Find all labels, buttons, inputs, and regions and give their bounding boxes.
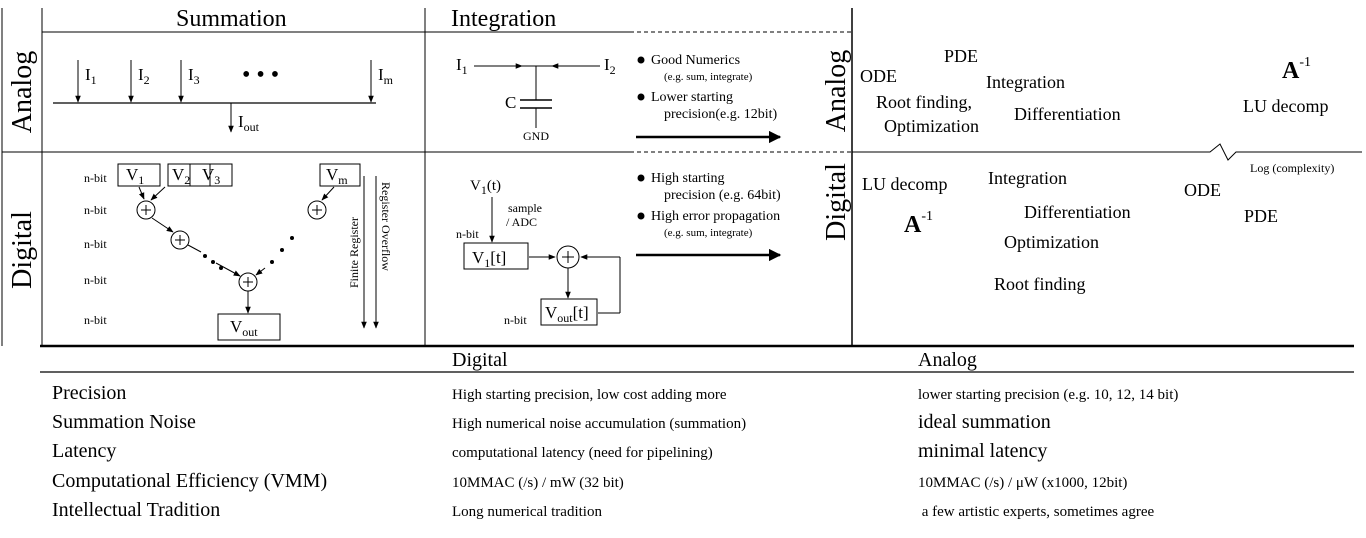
- svg-text:Lower starting: Lower starting: [651, 90, 733, 105]
- digital-plus-signs: [141, 205, 322, 287]
- ground-label: GND: [523, 129, 549, 143]
- svg-text:A-1: A-1: [1282, 55, 1311, 84]
- svg-text:precision(e.g. 12bit): precision(e.g. 12bit): [664, 107, 777, 122]
- voutn-register: Vout[t]: [545, 303, 589, 325]
- svg-text:computational latency (need fo: computational latency (need for pipelini…: [452, 445, 713, 461]
- svg-text:n-bit: n-bit: [84, 237, 107, 251]
- table-col-analog: Analog: [918, 349, 977, 371]
- svg-text:Optimization: Optimization: [884, 116, 979, 136]
- summation-header: Summation: [176, 6, 287, 32]
- svg-text:High numerical noise accumulat: High numerical noise accumulation (summa…: [452, 416, 746, 432]
- analog-panel-label: Analog: [821, 50, 852, 132]
- cap-i2-label: I2: [604, 55, 616, 77]
- analog-bullets: Good Numerics (e.g. sum, integrate) Lowe…: [637, 53, 777, 122]
- digital-complexity-labels: LU decomp Integration ODE Differentiatio…: [862, 168, 1278, 294]
- grid-lines: [1, 8, 1354, 373]
- svg-text:Long numerical tradition: Long numerical tradition: [452, 504, 602, 520]
- svg-text:10MMAC (/s) / mW (32 bit): 10MMAC (/s) / mW (32 bit): [452, 475, 624, 491]
- svg-text:Root finding,: Root finding,: [876, 92, 972, 112]
- analog-integration-diagram: [474, 63, 600, 128]
- current-i2-label: I2: [138, 65, 150, 87]
- svg-text:n-bit: n-bit: [84, 273, 107, 287]
- table-row: Intellectual Tradition Long numerical tr…: [52, 499, 1154, 521]
- register-vout: Vout: [230, 317, 258, 339]
- svg-text:Intellectual Tradition: Intellectual Tradition: [52, 499, 220, 521]
- svg-text:Integration: Integration: [986, 72, 1065, 92]
- cap-i1-label: I1: [456, 55, 468, 77]
- svg-text:precision (e.g. 64bit): precision (e.g. 64bit): [664, 188, 781, 203]
- complexity-axis: [852, 143, 1362, 161]
- analog-row-label: Analog: [7, 51, 38, 133]
- digital-dots: [203, 236, 294, 270]
- v1n-register: V1[t]: [472, 248, 506, 270]
- svg-text:High starting precision, low c: High starting precision, low cost adding…: [452, 387, 727, 403]
- dint-plus-sign: [562, 251, 574, 263]
- digital-integration-diagram: [463, 197, 621, 326]
- finite-register-label: Finite Register: [347, 217, 361, 288]
- digital-summation-diagram: [117, 163, 379, 341]
- svg-text:(e.g. sum, integrate): (e.g. sum, integrate): [664, 227, 753, 239]
- svg-text:ideal summation: ideal summation: [918, 411, 1051, 433]
- svg-text:Latency: Latency: [52, 440, 116, 462]
- dint-nbit-label-2: n-bit: [504, 313, 527, 327]
- register-v1: V1: [126, 165, 144, 187]
- digital-row-label: Digital: [7, 211, 38, 289]
- current-im-label: Im: [378, 65, 394, 87]
- integration-header: Integration: [451, 6, 556, 32]
- svg-text:Integration: Integration: [988, 168, 1067, 188]
- current-i1-label: I1: [85, 65, 97, 87]
- table-col-digital: Digital: [452, 349, 508, 371]
- current-i3-label: I3: [188, 65, 200, 87]
- svg-text:ODE: ODE: [860, 66, 897, 86]
- comparison-table: Digital Analog Precision High starting p…: [52, 349, 1178, 521]
- svg-text:Precision: Precision: [52, 382, 126, 404]
- current-iout-label: Iout: [238, 112, 260, 134]
- sample-label: sample: [508, 201, 542, 215]
- svg-text:n-bit: n-bit: [84, 203, 107, 217]
- svg-text:a few artistic experts, someti: a few artistic experts, sometimes agree: [918, 504, 1154, 520]
- svg-text:LU decomp: LU decomp: [1243, 96, 1328, 116]
- svg-text:High starting: High starting: [651, 171, 725, 186]
- svg-text:PDE: PDE: [1244, 206, 1278, 226]
- svg-text:(e.g. sum, integrate): (e.g. sum, integrate): [664, 71, 753, 83]
- svg-text:Good Numerics: Good Numerics: [651, 53, 740, 68]
- svg-text:minimal latency: minimal latency: [918, 440, 1047, 462]
- table-row: Precision High starting precision, low c…: [52, 382, 1178, 404]
- register-v3: V3: [202, 165, 220, 187]
- svg-text:Differentiation: Differentiation: [1014, 104, 1121, 124]
- svg-text:Optimization: Optimization: [1004, 232, 1099, 252]
- svg-text:Computational Efficiency (VMM): Computational Efficiency (VMM): [52, 470, 327, 492]
- svg-text:Differentiation: Differentiation: [1024, 202, 1131, 222]
- digital-panel-label: Digital: [821, 163, 852, 241]
- table-row: Summation Noise High numerical noise acc…: [52, 411, 1051, 433]
- dint-nbit-label: n-bit: [456, 227, 479, 241]
- svg-text:A-1: A-1: [904, 209, 933, 238]
- register-v2: V2: [172, 165, 190, 187]
- analog-summation-diagram: [53, 60, 376, 133]
- digital-bullets: High starting precision (e.g. 64bit) Hig…: [637, 171, 781, 239]
- analog-complexity-labels: PDE ODE Integration Root finding, Optimi…: [860, 46, 1328, 136]
- svg-text:10MMAC (/s) / μW (x1000, 12bit: 10MMAC (/s) / μW (x1000, 12bit): [918, 475, 1127, 491]
- svg-text:n-bit: n-bit: [84, 313, 107, 327]
- svg-text:Root finding: Root finding: [994, 274, 1086, 294]
- table-row: Latency computational latency (need for …: [52, 440, 1047, 462]
- svg-text:LU decomp: LU decomp: [862, 174, 947, 194]
- svg-text:PDE: PDE: [944, 46, 978, 66]
- digital-nbit-labels: n-bit n-bit n-bit n-bit n-bit: [84, 171, 107, 327]
- complexity-axis-label: Log (complexity): [1250, 161, 1334, 175]
- register-vm: Vm: [326, 165, 348, 187]
- adc-label: / ADC: [506, 215, 537, 229]
- analog-dots: • • •: [242, 62, 279, 88]
- svg-text:ODE: ODE: [1184, 180, 1221, 200]
- svg-text:Summation Noise: Summation Noise: [52, 411, 196, 433]
- register-overflow-label: Register Overflow: [379, 182, 393, 271]
- table-row: Computational Efficiency (VMM) 10MMAC (/…: [52, 470, 1127, 492]
- svg-text:lower starting precision (e.g.: lower starting precision (e.g. 10, 12, 1…: [918, 387, 1178, 403]
- svg-text:n-bit: n-bit: [84, 171, 107, 185]
- svg-text:High error propagation: High error propagation: [651, 209, 780, 224]
- capacitor-label: C: [505, 93, 516, 112]
- v1t-label: V1(t): [470, 178, 501, 197]
